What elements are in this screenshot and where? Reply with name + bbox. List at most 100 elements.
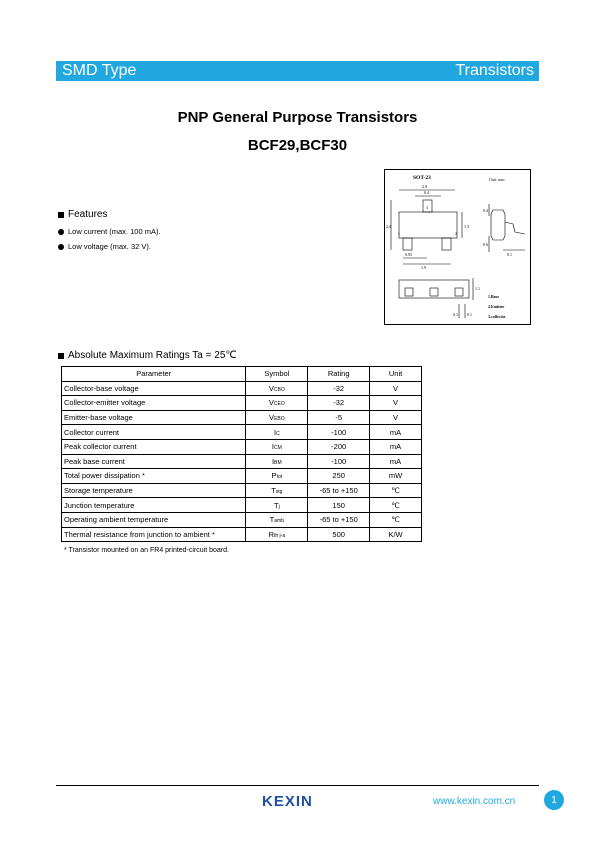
side-body: [490, 209, 506, 241]
param-cell: Operating ambient temperature: [60, 511, 247, 528]
pin-legend-item: 3.collector: [488, 314, 506, 319]
top-view: [390, 189, 463, 265]
symbol-subscript: BM: [274, 459, 282, 466]
rating-cell: 250: [307, 468, 371, 484]
square-bullet-icon: [58, 352, 64, 359]
feature-text: Low current (max. 100 mA).: [68, 227, 161, 236]
bottom-view: [398, 278, 474, 318]
header-right: Transistors: [455, 62, 534, 79]
pin-label: 2: [455, 231, 457, 236]
rating-cell: -65 to +150: [307, 511, 371, 528]
website-link[interactable]: www.kexin.com.cn: [433, 796, 516, 807]
symbol-subscript: tot: [276, 474, 283, 481]
symbol-letter: V: [268, 383, 274, 393]
rating-cell: 500: [307, 526, 371, 543]
ratings-heading: Absolute Maximum Ratings Ta = 25℃: [58, 350, 237, 361]
footer-divider: [56, 785, 539, 786]
rating-cell: 150: [307, 497, 371, 513]
side-lead: [504, 221, 526, 235]
unit-cell: V: [369, 409, 422, 426]
bottom-body: [398, 279, 470, 299]
rating-cell: -100: [307, 424, 371, 440]
symbol-letter: P: [271, 471, 277, 481]
dim-label: 2.9: [422, 184, 427, 189]
table-footnote: * Transistor mounted on an FR4 printed-c…: [64, 547, 229, 554]
param-cell: Junction temperature: [60, 497, 247, 513]
symbol-cell: ICM: [245, 438, 309, 455]
bottom-pad: [404, 287, 414, 297]
symbol-cell: VEBO: [245, 409, 309, 426]
rating-cell: -32: [307, 380, 371, 397]
page-title: PNP General Purpose Transistors: [177, 109, 418, 126]
unit-cell: ℃: [369, 497, 422, 513]
symbol-cell: VCEO: [245, 395, 309, 411]
column-header: Symbol: [245, 366, 309, 382]
dim-label: 0.1: [467, 312, 472, 317]
symbol-letter: T: [269, 515, 275, 525]
rating-cell: -32: [307, 395, 371, 411]
symbol-letter: V: [269, 413, 275, 423]
unit-cell: mA: [369, 438, 422, 455]
dim-label: 1.1: [475, 286, 480, 291]
feature-item: Low voltage (max. 32 V).: [58, 242, 151, 251]
header-left: SMD Type: [62, 62, 137, 79]
symbol-cell: Ptot: [245, 468, 309, 484]
part-numbers: BCF29,BCF30: [247, 137, 348, 154]
page-number: 1: [544, 790, 564, 810]
symbol-cell: Tj: [245, 497, 309, 513]
package-name: SOT-23: [413, 175, 431, 181]
symbol-subscript: EBO: [274, 416, 285, 423]
bottom-pad: [429, 287, 439, 297]
column-header: Rating: [307, 366, 371, 382]
symbol-cell: IC: [245, 424, 309, 440]
param-cell: Storage temperature: [60, 482, 247, 499]
symbol-cell: IBM: [245, 453, 309, 470]
package-drawing-svg: SOT-23 Unit: mm 2.9 0.4 3 1 2 2.4 1.3 0.…: [386, 175, 526, 319]
rating-cell: -5: [307, 409, 371, 426]
param-cell: Collector current: [60, 424, 247, 440]
symbol-subscript: stg: [275, 489, 283, 496]
dim-label: 0.1: [453, 312, 458, 317]
param-cell: Total power dissipation *: [60, 468, 247, 484]
symbol-letter: I: [271, 442, 274, 452]
pin-label: 3: [426, 205, 428, 210]
symbol-subscript: CM: [273, 445, 282, 452]
package-outline-drawing: SOT-23 Unit: mm 2.9 0.4 3 1 2 2.4 1.3 0.…: [384, 169, 531, 325]
param-cell: Collector-emitter voltage: [60, 395, 247, 411]
symbol-letter: I: [273, 427, 277, 437]
rating-cell: -200: [307, 438, 371, 455]
pin-legend-item: 2.Emitter: [488, 304, 505, 309]
column-header: Parameter: [60, 366, 247, 382]
table-row: Thermal resistance from junction to ambi…: [60, 526, 422, 543]
param-cell: Emitter-base voltage: [60, 409, 247, 426]
param-cell: Peak collector current: [60, 438, 247, 455]
param-cell: Thermal resistance from junction to ambi…: [60, 526, 247, 543]
unit-cell: ℃: [369, 482, 422, 499]
package-units: Unit: mm: [489, 177, 505, 182]
dim-label: 0.95: [405, 252, 412, 257]
symbol-letter: V: [268, 398, 274, 408]
rating-cell: -65 to +150: [307, 482, 371, 499]
symbol-cell: Tstg: [245, 482, 309, 499]
features-heading: Features: [58, 209, 107, 220]
dim-label: 1.9: [421, 265, 426, 270]
symbol-cell: Tamb: [245, 511, 309, 528]
symbol-subscript: CBO: [273, 386, 285, 393]
symbol-cell: VCBO: [245, 380, 309, 397]
pin-1-pad: [402, 237, 413, 251]
dim-label: 0.4: [483, 208, 488, 213]
symbol-subscript: CEO: [273, 401, 285, 408]
pin-2-pad: [441, 237, 452, 251]
pin-legend-item: 1.Base: [488, 294, 499, 299]
feature-item: Low current (max. 100 mA).: [58, 227, 161, 236]
symbol-subscript: j: [278, 503, 280, 510]
